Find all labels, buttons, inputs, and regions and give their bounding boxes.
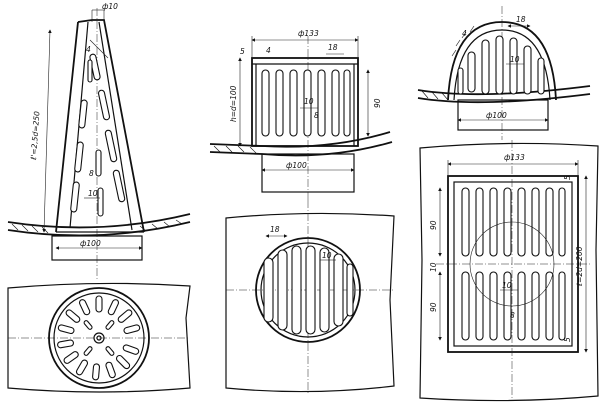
right-rim-bottom-label: 5 (563, 337, 572, 342)
cone-grate-plan (7, 282, 191, 393)
cone-top-diameter-label: ф10 (102, 2, 118, 11)
dome-wall-label: 4 (462, 29, 467, 38)
cone-height-label: ℓ'=2,5d=250 (29, 111, 41, 161)
dome-base-diameter-label: ф100 (486, 111, 507, 120)
mid-rim-label: 5 (240, 47, 245, 56)
cone-base-diameter-label: ф100 (80, 239, 101, 248)
right-slot-length-top-label: 90 (429, 220, 438, 230)
mid-slot-width-label: 10 (304, 97, 314, 106)
mid-top-diameter-label: ф133 (298, 29, 319, 38)
cone-wall-label: 4 (86, 45, 91, 54)
rectangular-grate-plan (419, 140, 599, 402)
dome-grate-elevation (417, 6, 591, 140)
dome-slot-pitch-label: 18 (516, 15, 526, 24)
mid-height-label: h=d=100 (229, 85, 238, 122)
cone-slot-spacing-label: 8 (89, 169, 94, 178)
right-outer-width-label: ф133 (504, 153, 525, 162)
right-rib-label: 10 (429, 262, 438, 272)
cone-grate-elevation (7, 8, 191, 280)
right-slot-width-label: 10 (502, 281, 512, 290)
cylinder-grate-plan (225, 200, 395, 394)
mid-wall-label: 4 (266, 46, 271, 55)
right-slot-length-bottom-label: 90 (429, 302, 438, 312)
right-height-label: ℓ=2d=200 (575, 246, 584, 287)
plan-slot-pitch-label: 18 (270, 225, 280, 234)
cylinder-grate-elevation (209, 36, 393, 200)
plan-slot-width-label: 10 (322, 251, 332, 260)
right-slot-gap-label: 8 (510, 311, 515, 320)
mid-base-diameter-label: ф100 (286, 161, 307, 170)
mid-slot-gap-label: 8 (314, 111, 319, 120)
right-rim-label: 5 (563, 175, 572, 180)
mid-slot-pitch-label: 18 (328, 43, 338, 52)
mid-slot-length-label: 90 (373, 98, 382, 108)
dome-slot-width-label: 10 (510, 55, 520, 64)
cone-slot-width-label: 10 (88, 189, 98, 198)
